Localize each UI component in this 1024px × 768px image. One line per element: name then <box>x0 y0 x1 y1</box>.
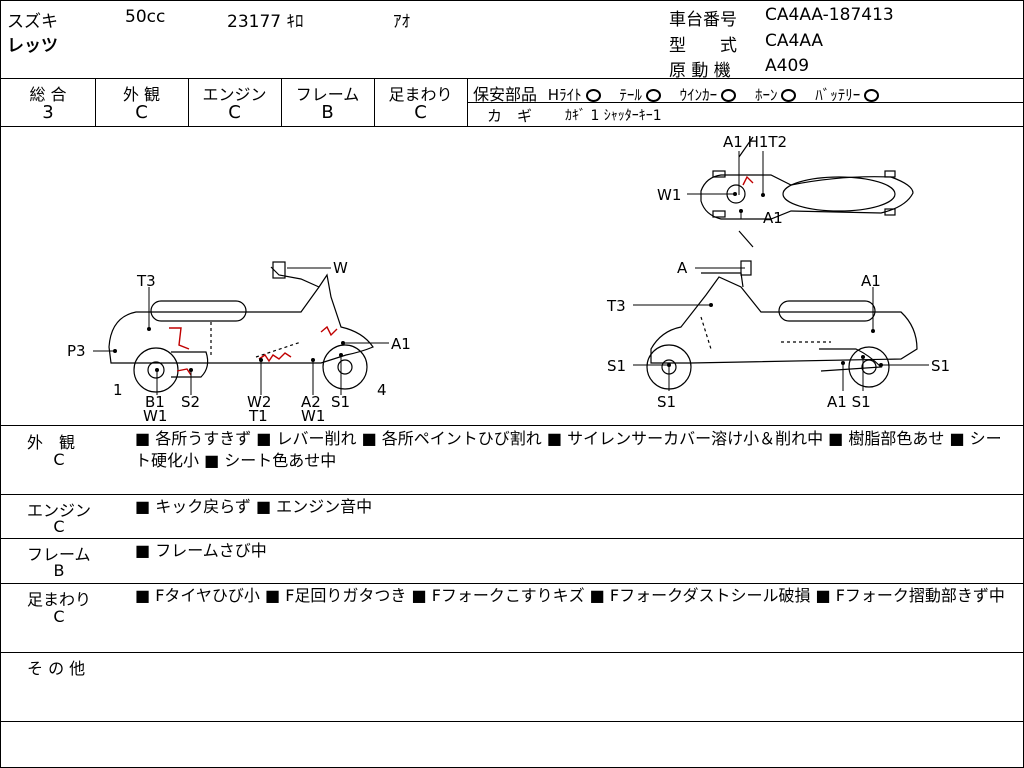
diagram-label: W1 <box>657 186 681 204</box>
section-notes-exterior: ■ 各所うすきず ■ レバー削れ ■ 各所ペイントひび割れ ■ サイレンサーカバ… <box>135 429 1002 470</box>
grade-engine-value: C <box>228 102 241 123</box>
scooter-top-view <box>700 136 914 248</box>
section-grade-frame: B <box>53 561 65 580</box>
engine-value: A409 <box>765 56 810 76</box>
section-label-engine: エンジン <box>27 501 92 520</box>
key-label: カ ギ <box>487 107 533 125</box>
grade-frame-value: B <box>321 102 334 123</box>
diagram-label: W <box>333 259 348 277</box>
safety-item-winker: ｳｲﾝｶｰ <box>680 86 737 104</box>
safety-parts: 保安部品 Hﾗｲﾄ ﾃｰﾙ ｳｲﾝｶｰ ﾎｰﾝ ﾊﾞｯﾃﾘｰ <box>473 81 880 105</box>
section-notes-suspension: ■ Fタイヤひび小 ■ F足回りガタつき ■ Fフォークこすりキズ ■ Fフォー… <box>135 586 1005 605</box>
section-label-suspension: 足まわり <box>27 590 92 609</box>
diagram-label: S1 <box>931 357 950 375</box>
section-label-exterior: 外 観 <box>27 433 76 452</box>
grade-exterior-value: C <box>135 102 148 123</box>
divider <box>467 102 1023 103</box>
divider <box>1 538 1023 539</box>
divider <box>188 78 189 126</box>
damage-marks-top <box>742 175 754 186</box>
scooter-left-side-view <box>108 261 374 393</box>
section-notes-frame: ■ フレームさび中 <box>135 541 267 560</box>
safety-item-label: ﾃｰﾙ <box>619 86 642 104</box>
section-grade-engine: C <box>53 517 65 536</box>
leader-lines <box>93 151 929 395</box>
type-value: CA4AA <box>765 31 824 51</box>
safety-item-label: ﾊﾞｯﾃﾘｰ <box>815 86 861 104</box>
diagram-label: S1 <box>657 393 676 411</box>
section-label-frame: フレーム <box>27 545 91 564</box>
grade-suspension-value: C <box>414 102 427 123</box>
key-value: ｶｷﾞ 1 ｼｬｯﾀｰｷｰ1 <box>565 108 662 124</box>
diagram-label: T1 <box>248 407 268 425</box>
color: ｱｵ <box>393 12 410 32</box>
frame-no: CA4AA-187413 <box>765 5 894 25</box>
ok-circle-icon <box>781 89 797 102</box>
grade-frame-label: フレーム <box>295 85 360 104</box>
diagram-label: A1 <box>861 272 881 290</box>
grade-suspension-label: 足まわり <box>388 85 453 104</box>
safety-item-horn: ﾎｰﾝ <box>755 86 797 104</box>
ok-circle-icon <box>864 89 880 102</box>
section-notes-engine: ■ キック戻らず ■ エンジン音中 <box>135 497 373 516</box>
safety-title: 保安部品 <box>473 85 538 104</box>
diagram-label: S1 <box>331 393 350 411</box>
divider <box>1 494 1023 495</box>
grade-total-label: 総 合 <box>29 85 67 104</box>
leader-dots <box>113 192 883 372</box>
diagram-label: W2 <box>247 393 271 411</box>
safety-item-label: ﾎｰﾝ <box>754 86 778 104</box>
mileage: 23177 ｷﾛ <box>227 12 304 32</box>
diagram-label: W1 <box>301 407 325 425</box>
divider <box>1 583 1023 584</box>
ok-circle-icon <box>721 89 737 102</box>
divider <box>1 652 1023 653</box>
diagram-label: A1 H1T2 <box>723 133 787 151</box>
safety-item-label: ｳｲﾝｶｰ <box>679 86 718 104</box>
maker: スズキ <box>7 12 58 32</box>
diagram-label: S2 <box>181 393 200 411</box>
diagram-label: 1 <box>113 381 123 399</box>
safety-item-battery: ﾊﾞｯﾃﾘｰ <box>815 86 880 104</box>
diagram-label: 4 <box>377 381 387 399</box>
diagram-label: A2 <box>301 393 321 411</box>
section-grade-exterior: C <box>53 450 65 469</box>
safety-item-tail: ﾃｰﾙ <box>619 86 661 104</box>
diagram-label: A1 <box>763 209 783 227</box>
frame-no-label: 車台番号 <box>669 10 737 30</box>
diagram-label: A <box>677 259 688 277</box>
divider <box>95 78 96 126</box>
diagram-label: B1 <box>145 393 165 411</box>
engine-label: 原 動 機 <box>669 61 731 81</box>
diagram-label: T3 <box>606 297 626 315</box>
grade-total-value: 3 <box>42 102 54 123</box>
displacement: 50cc <box>125 7 166 27</box>
divider <box>281 78 282 126</box>
divider <box>1 78 1023 79</box>
damage-diagram: A1 H1T2 W1 A1 W T3 A1 P3 1 4 B1 W1 S2 W2… <box>67 133 950 425</box>
divider <box>1 721 1023 722</box>
diagram-label: A1 S1 <box>827 393 871 411</box>
diagram-label: P3 <box>67 342 86 360</box>
section-label-other: そ の 他 <box>27 659 86 678</box>
diagram-label: S1 <box>607 357 626 375</box>
divider <box>1 425 1023 426</box>
divider <box>374 78 375 126</box>
model-name: レッツ <box>7 36 58 56</box>
type-label: 型 式 <box>669 36 737 56</box>
grade-engine-label: エンジン <box>202 85 267 104</box>
diagram-label: T3 <box>136 272 156 290</box>
grade-exterior-label: 外 観 <box>122 85 161 104</box>
damage-marks-left <box>169 325 338 376</box>
section-grade-suspension: C <box>53 607 65 626</box>
ok-circle-icon <box>585 89 601 102</box>
divider <box>1 126 1023 127</box>
divider <box>467 78 468 126</box>
ok-circle-icon <box>645 89 661 102</box>
safety-item-headlight: Hﾗｲﾄ <box>548 86 601 104</box>
safety-item-label: Hﾗｲﾄ <box>547 86 582 104</box>
diagram-label: W1 <box>143 407 167 425</box>
diagram-label: A1 <box>391 335 411 353</box>
